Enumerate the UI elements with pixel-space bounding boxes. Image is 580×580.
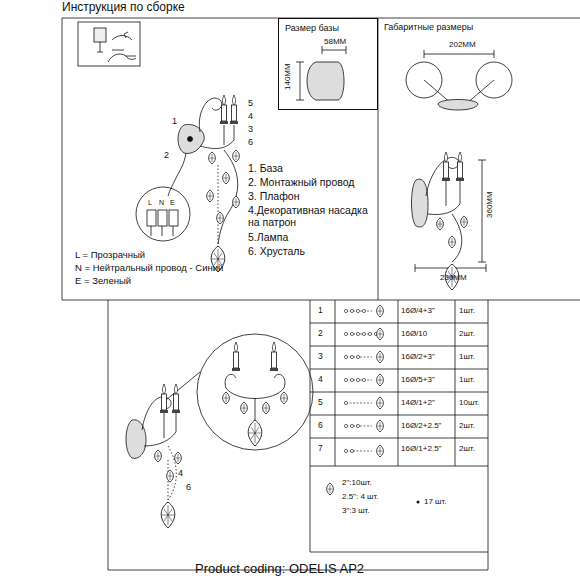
- part-name: 1. База: [248, 162, 283, 174]
- table-cell: 1: [318, 306, 323, 316]
- callout-number: 6: [186, 482, 191, 492]
- part-name: 6. Хрусталь: [248, 245, 305, 257]
- callout-number: 2: [164, 150, 169, 160]
- table-cell: 3":3 шт.: [342, 506, 370, 515]
- panel-box: Размер базы: [278, 18, 378, 110]
- table-cell: 2шт.: [459, 329, 475, 338]
- part-name: 2. Монтажный провод: [248, 176, 354, 188]
- wire-note: N = Нейтральный провод - Синий: [75, 263, 223, 274]
- callout-number: 6: [248, 137, 253, 147]
- table-cell: 6: [318, 421, 323, 431]
- panel-heading: Размер базы: [285, 23, 371, 33]
- table-cell: 16Ø/4+3": [401, 306, 435, 315]
- panel-heading: Габаритные размеры: [384, 22, 574, 32]
- table-cell: 16Ø/5+3": [401, 375, 435, 384]
- table-cell: 10шт.: [459, 398, 479, 407]
- dimension: 230ММ: [440, 273, 467, 282]
- table-cell: 16Ø/1+2.5": [401, 444, 441, 453]
- caption: Product coding: ODELIS AP2: [195, 562, 364, 577]
- dimension: 58ММ: [324, 37, 346, 46]
- callout-number: 1: [172, 116, 177, 126]
- panel-box: Габаритные размеры: [378, 18, 580, 300]
- table-cell: 2шт.: [459, 421, 475, 430]
- table-cell: 2":10шт.: [342, 478, 372, 487]
- table-cell: 1шт.: [459, 352, 475, 361]
- table-cell: 14Ø/1+2": [401, 398, 435, 407]
- table-cell: 3: [318, 352, 323, 362]
- part-name: 4.Декоративная насадка на патрон: [248, 204, 373, 228]
- table-cell: 16Ø/2+3": [401, 352, 435, 361]
- table-cell: 2: [318, 329, 323, 339]
- dimension: 360ММ: [485, 191, 494, 218]
- callout-number: 3: [248, 124, 253, 134]
- table-cell: 1шт.: [459, 375, 475, 384]
- table-cell: 4: [318, 375, 323, 385]
- terminal-name: E: [170, 199, 175, 207]
- terminal-name: N: [159, 199, 164, 207]
- callout-number: 5: [248, 98, 253, 108]
- dimension: 140ММ: [283, 63, 292, 90]
- callout-number: 4: [248, 111, 253, 121]
- wire-note: E = Зеленый: [75, 276, 131, 287]
- table-cell: 2.5": 4 шт.: [342, 492, 379, 501]
- table-cell: 5: [318, 398, 323, 408]
- part-name: 5.Лампа: [248, 231, 288, 243]
- table-cell: 7: [318, 444, 323, 454]
- wire-note: L = Прозрачный: [75, 250, 145, 261]
- title: Инструкция по сборке: [62, 1, 185, 15]
- table-cell: 16Ø/2+2.5": [401, 421, 441, 430]
- table-cell: 17 шт.: [424, 497, 447, 506]
- part-name: 3. Плафон: [248, 190, 299, 202]
- terminal-name: L: [148, 199, 152, 207]
- dimension: 202ММ: [449, 40, 476, 49]
- callout-number: 4: [178, 468, 183, 478]
- table-cell: 1шт.: [459, 306, 475, 315]
- table-cell: 2шт.: [459, 444, 475, 453]
- table-cell: 16Ø/10: [401, 329, 427, 338]
